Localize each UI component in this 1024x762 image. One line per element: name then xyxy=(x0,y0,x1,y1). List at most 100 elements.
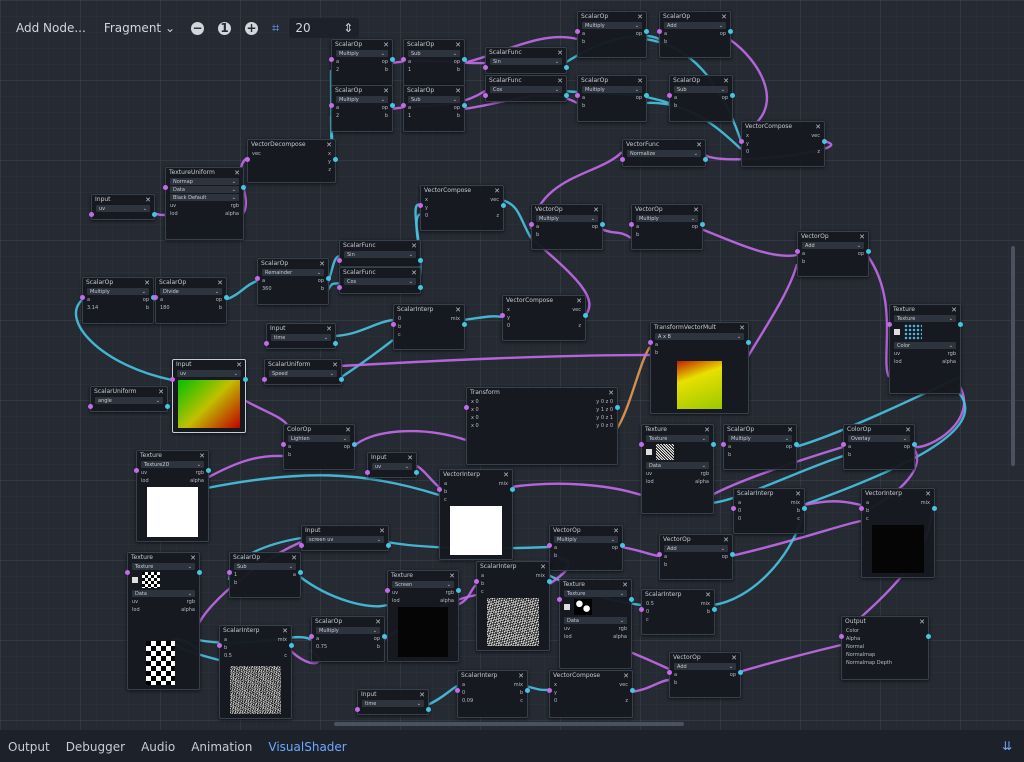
input-port[interactable] xyxy=(547,688,552,693)
output-port[interactable] xyxy=(630,688,635,693)
node-input[interactable]: Input✕time⌄ xyxy=(264,323,338,349)
node-option-dropdown[interactable]: Add⌄ xyxy=(674,663,736,670)
node-option-dropdown[interactable]: uv⌄ xyxy=(177,370,241,377)
output-port[interactable] xyxy=(501,203,506,208)
input-port[interactable] xyxy=(401,57,406,62)
output-port[interactable] xyxy=(414,470,419,475)
node-option-dropdown[interactable]: Texture⌄ xyxy=(564,590,627,597)
close-icon[interactable]: ✕ xyxy=(704,425,710,434)
close-icon[interactable]: ✕ xyxy=(383,40,389,49)
node-option-dropdown[interactable]: Data⌄ xyxy=(132,590,195,597)
output-port[interactable] xyxy=(418,258,423,263)
close-icon[interactable]: ✕ xyxy=(919,617,925,626)
output-port[interactable] xyxy=(600,222,605,227)
output-port[interactable] xyxy=(382,634,387,639)
close-icon[interactable]: ✕ xyxy=(925,489,931,498)
node-option-dropdown[interactable]: Remainder⌄ xyxy=(262,269,324,276)
input-port[interactable] xyxy=(80,295,85,300)
output-port[interactable] xyxy=(510,487,515,492)
close-icon[interactable]: ✕ xyxy=(345,425,351,434)
tab-debugger[interactable]: Debugger xyxy=(65,739,126,754)
output-port[interactable] xyxy=(564,93,569,98)
snap-icon[interactable]: ⌗ xyxy=(272,20,280,36)
output-port[interactable] xyxy=(583,313,588,318)
node-option-dropdown[interactable]: Lighten⌄ xyxy=(288,435,350,442)
input-port[interactable] xyxy=(721,442,726,447)
input-port[interactable] xyxy=(89,212,94,217)
output-port[interactable] xyxy=(703,157,708,162)
close-icon[interactable]: ✕ xyxy=(217,278,223,287)
node-option-dropdown[interactable]: Cos⌄ xyxy=(344,278,416,285)
node-option-dropdown[interactable]: Multiply⌄ xyxy=(336,96,388,103)
node-option-dropdown[interactable]: Normalize⌄ xyxy=(627,150,701,157)
close-icon[interactable]: ✕ xyxy=(613,526,619,535)
node-option-dropdown[interactable]: Sub⌄ xyxy=(408,96,460,103)
output-port[interactable] xyxy=(926,634,931,639)
input-port[interactable] xyxy=(529,222,534,227)
node-textureuniform[interactable]: TextureUniform✕Normap⌄Data⌄Black Default… xyxy=(163,167,246,240)
close-icon[interactable]: ✕ xyxy=(739,323,745,332)
close-icon[interactable]: ✕ xyxy=(145,195,151,204)
output-port[interactable] xyxy=(326,276,331,281)
output-port[interactable] xyxy=(224,295,229,300)
output-port[interactable] xyxy=(958,322,963,327)
close-icon[interactable]: ✕ xyxy=(199,451,205,460)
node-option-dropdown[interactable]: Multiply⌄ xyxy=(728,435,792,442)
output-port[interactable] xyxy=(912,442,917,447)
node-option-dropdown[interactable]: A x B⌄ xyxy=(655,333,744,340)
output-port[interactable] xyxy=(700,222,705,227)
input-port[interactable] xyxy=(464,405,469,410)
input-port[interactable] xyxy=(227,570,232,575)
close-icon[interactable]: ✕ xyxy=(332,360,338,369)
close-icon[interactable]: ✕ xyxy=(411,241,417,250)
node-option-dropdown[interactable]: Speed⌄ xyxy=(269,370,337,377)
output-port[interactable] xyxy=(197,570,202,575)
node-input[interactable]: Input✕uv⌄ xyxy=(170,359,248,433)
output-port[interactable] xyxy=(386,543,391,548)
input-port[interactable] xyxy=(217,643,222,648)
input-port[interactable] xyxy=(418,203,423,208)
node-option-dropdown[interactable]: Multiply⌄ xyxy=(636,215,698,222)
node-option-dropdown[interactable]: Data⌄ xyxy=(170,186,239,193)
node-scalarfunc[interactable]: ScalarFunc✕Sin⌄ xyxy=(337,240,423,267)
node-option-dropdown[interactable]: Texture⌄ xyxy=(132,563,195,570)
node-option-dropdown[interactable]: Multiply⌄ xyxy=(336,50,388,57)
output-port[interactable] xyxy=(165,404,170,409)
close-icon[interactable]: ✕ xyxy=(637,76,643,85)
input-port[interactable] xyxy=(385,588,390,593)
input-port[interactable] xyxy=(547,543,552,548)
close-icon[interactable]: ✕ xyxy=(503,470,509,479)
close-icon[interactable]: ✕ xyxy=(326,324,332,333)
close-icon[interactable]: ✕ xyxy=(859,232,865,241)
node-option-dropdown[interactable]: Cos⌄ xyxy=(490,86,562,93)
node-option-dropdown[interactable]: Add⌄ xyxy=(802,242,864,249)
close-icon[interactable]: ✕ xyxy=(494,186,500,195)
output-port[interactable] xyxy=(644,93,649,98)
output-port[interactable] xyxy=(822,139,827,144)
close-icon[interactable]: ✕ xyxy=(411,268,417,277)
output-port[interactable] xyxy=(644,29,649,34)
close-icon[interactable]: ✕ xyxy=(518,671,524,680)
zoom-in-icon[interactable]: + xyxy=(245,20,259,35)
node-option-dropdown[interactable]: Sub⌄ xyxy=(234,563,296,570)
input-port[interactable] xyxy=(887,322,892,327)
input-port[interactable] xyxy=(839,634,844,639)
close-icon[interactable]: ✕ xyxy=(419,690,425,699)
input-port[interactable] xyxy=(153,295,158,300)
output-port[interactable] xyxy=(243,377,248,382)
close-icon[interactable]: ✕ xyxy=(375,617,381,626)
